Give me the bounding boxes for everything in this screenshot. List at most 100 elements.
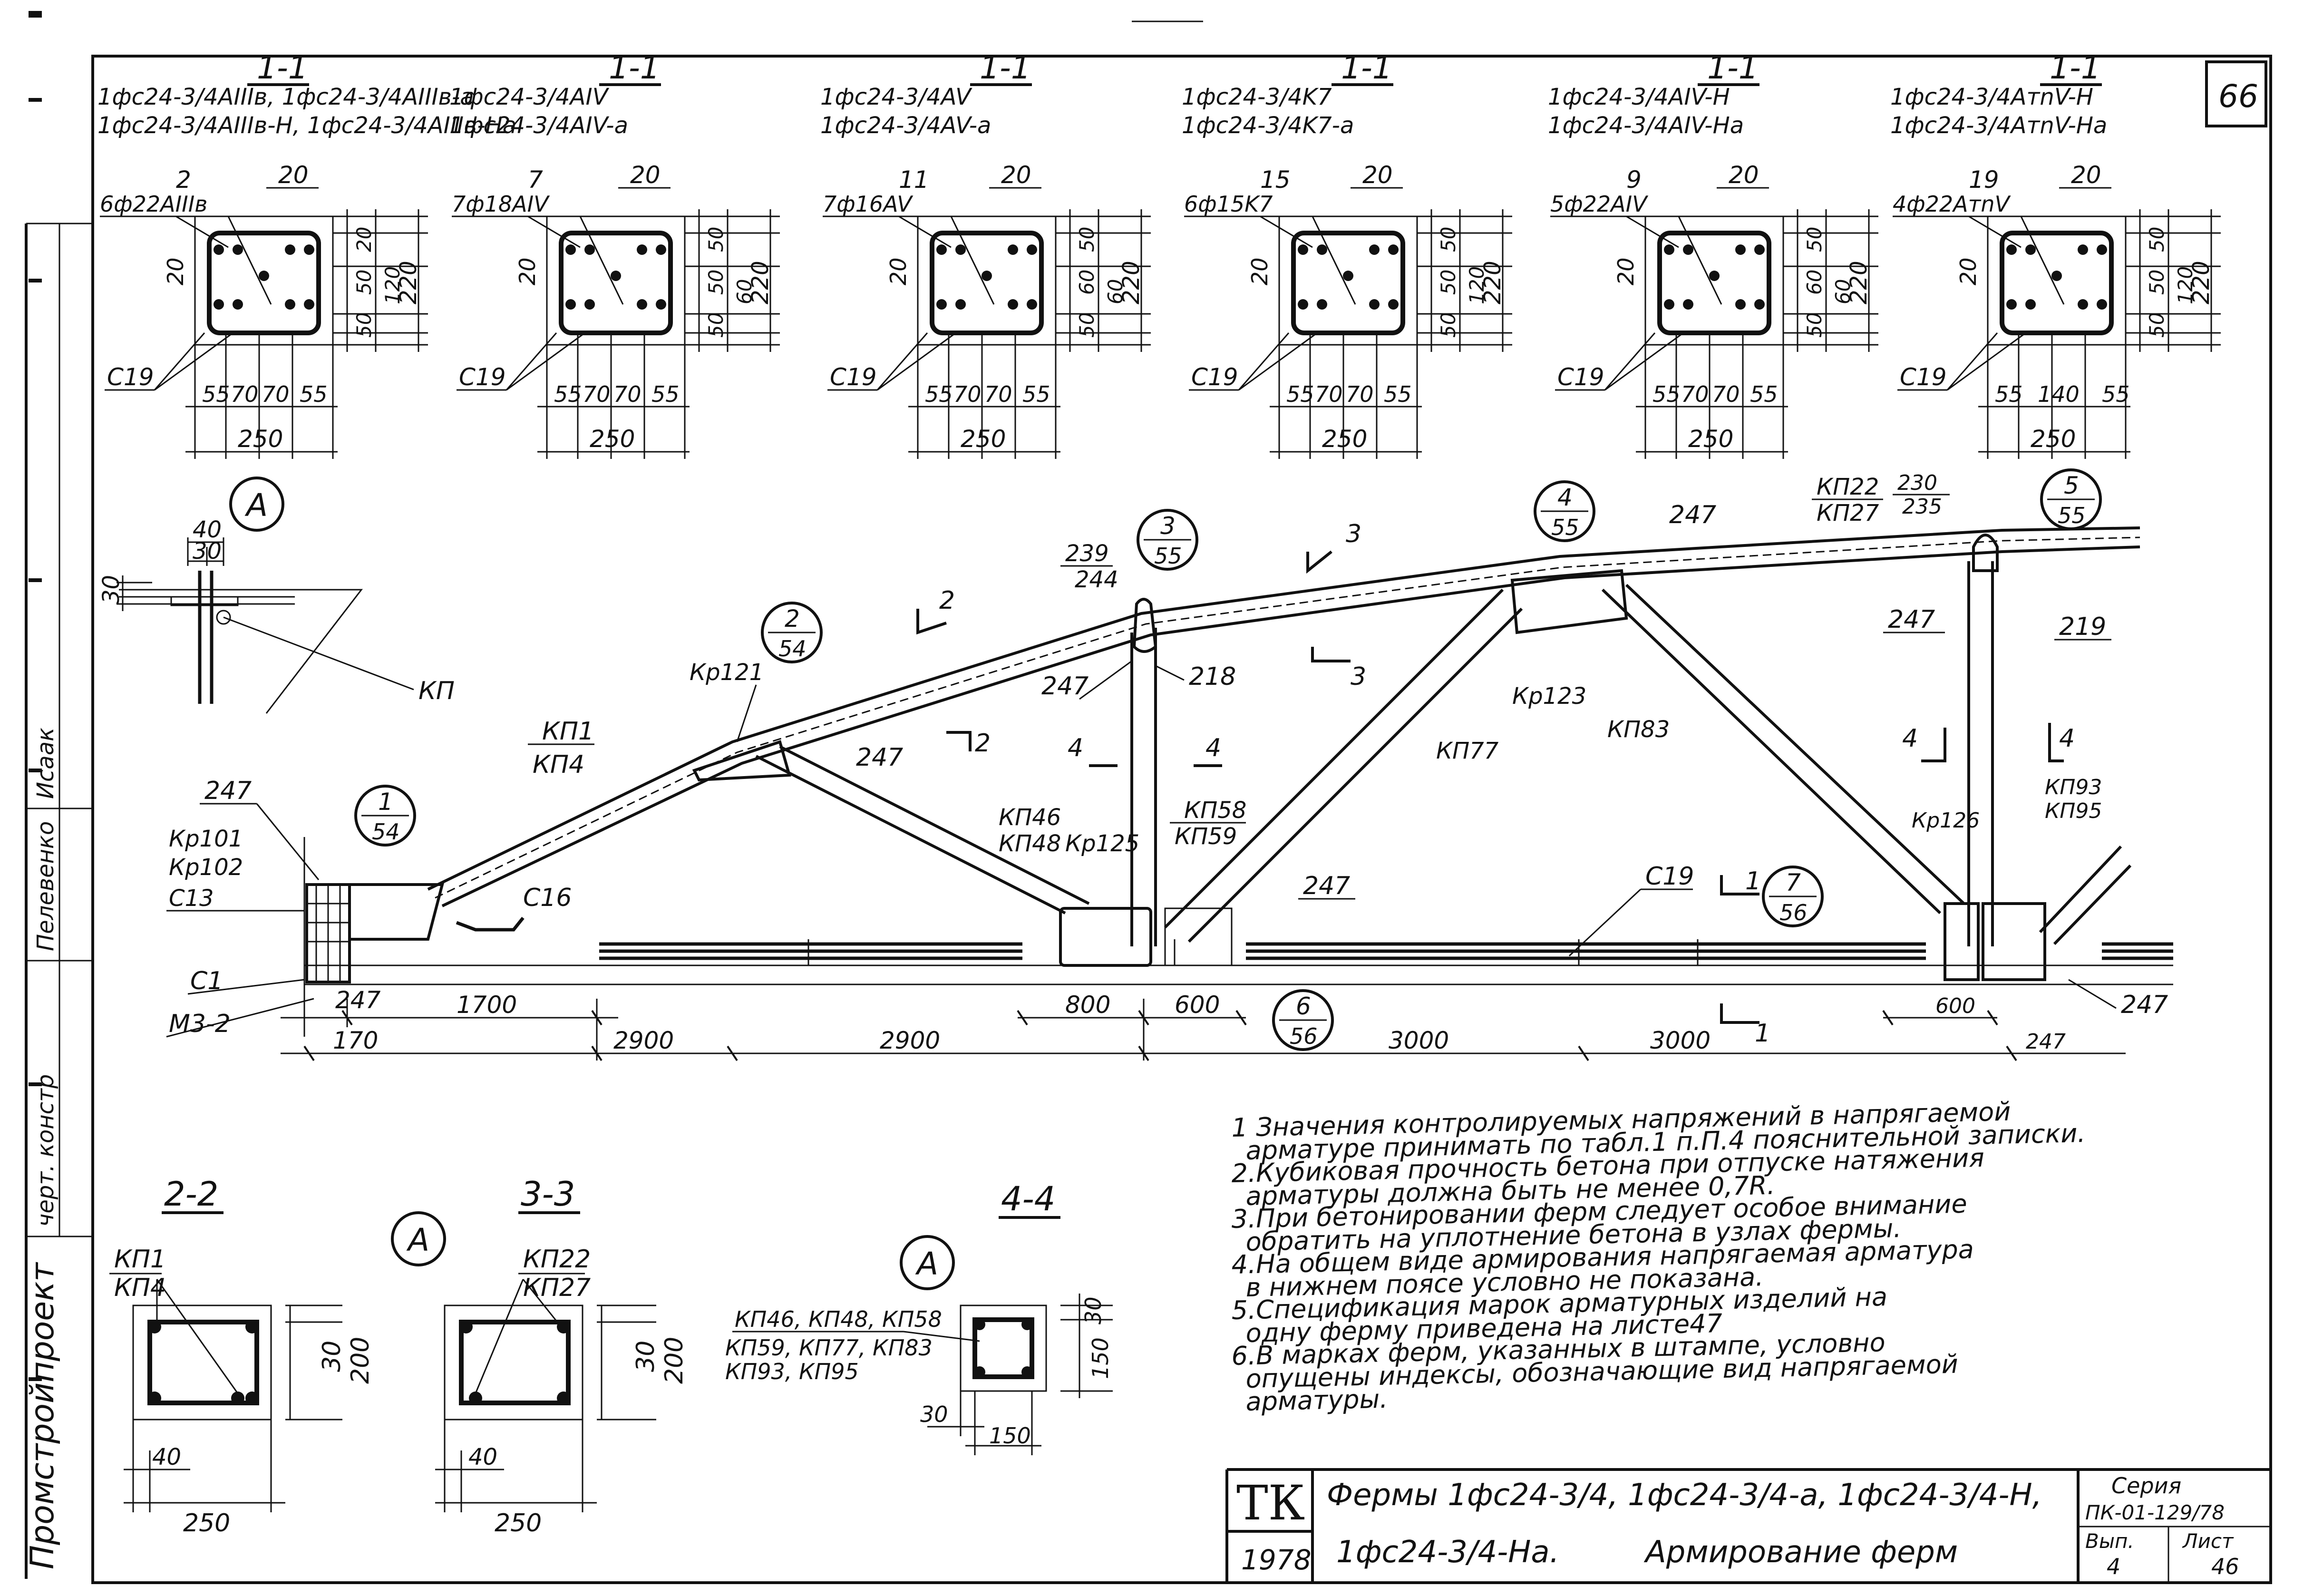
dim-right-c: 120 [1465,266,1488,304]
sheet-frame [25,11,2272,1584]
margin-name1: Пелевенко [32,821,59,951]
dim-bottom-0: 55 [202,381,230,407]
dim-bottom-3: 55 [651,381,680,407]
dim-bottom-2: 70 [262,381,290,407]
label-kp126: Кр126 [1912,808,1980,833]
dim-right-c: 60 [733,279,756,304]
dim-bottom-1: 140 [2038,381,2080,407]
node-blocks [692,534,2046,981]
callout-number: 7 [1786,869,1801,896]
section-mark-2: 1фс24-3/4AIIIв-Н, 1фс24-3/4AIIIв-На [97,112,516,139]
stamp-issue: 4 [2107,1554,2120,1579]
dim-bottom-2: 70 [1346,381,1374,407]
dim-right-d: 50 [1803,312,1826,338]
sec33-d30: 30 [632,1341,660,1372]
sec-mark-3-top: 3 [1346,520,1361,548]
dim-right-total: 220 [747,261,774,304]
section-title: 1-1 [980,49,1031,86]
support-node [303,837,444,1037]
sec-mark-4-b: 4 [1205,734,1221,762]
sec22-d200: 200 [346,1337,375,1384]
side-cover: 20 [515,257,540,285]
dim-bottom-2: 70 [984,381,1012,407]
node-a-detail: A 40 30 30 КП [98,477,455,714]
dim-bottom-1: 70 [1681,381,1709,407]
sec33-title: 3-3 [521,1175,575,1214]
callout-number: 4 [1557,484,1573,511]
sec22-width: 250 [183,1509,230,1538]
cover-dim: 20 [1001,161,1031,189]
detail-callout-7: 756 [1762,866,1824,927]
dim-bottom-3: 55 [1384,381,1412,407]
section-title: 1-1 [257,49,308,86]
stirrup-mark: C19 [107,363,154,391]
section-title: 1-1 [1341,49,1392,86]
bar-position: 2 [176,166,191,194]
title-block: ТК 1978 Фермы 1фс24-3/4, 1фс24-3/4-а, 1ф… [1225,1468,2271,1583]
dim-2900b: 2900 [880,1027,940,1054]
dim-bottom-2: 55 [2102,381,2130,407]
bar-position: 7 [528,166,543,194]
dim-right-a: 50 [1803,227,1826,252]
label-247d: 247 [1303,872,1350,900]
dim-right-total: 220 [1479,261,1506,304]
dim-bottom-2: 70 [613,381,641,407]
section-mark-1: 1фс24-3/4K7 [1182,84,1332,110]
section-width: 250 [1322,425,1367,453]
node-a-label: A [244,487,268,524]
bar-spec: 6ф15K7 [1184,191,1273,217]
dim-170: 170 [333,1027,378,1054]
stamp-title-3: Армирование ферм [1643,1535,1958,1570]
cover-dim: 20 [1729,161,1759,189]
dimension-chain: 247 1700 170 2900 2900 800 600 3000 3000… [281,986,2126,1061]
bar-position: 15 [1260,166,1291,194]
label-kp102: Кр102 [169,854,243,881]
dim-right-c: 60 [1831,279,1855,304]
callout-sheet: 55 [2058,503,2086,528]
section-3-3: A 3-3 КП22 КП27 30 200 40 250 [391,1175,689,1538]
sec-mark-2-bot: 2 [975,729,991,758]
sec44-mark3: КП93, КП95 [725,1359,859,1384]
stirrup-mark: C19 [459,363,506,391]
cross-section-1-1-3: 1-11фс24-3/4AV1фс24-3/4AV-а117ф16AV20205… [820,49,1151,459]
label-kp101: Кр101 [169,826,243,852]
margin-dept: черт. констр [32,1074,59,1227]
note-line-13: арматуры. [1245,1384,1388,1417]
truss-labels: 247 Кр101 Кр102 С13 С1 М3-2 КП1 КП4 С16 … [166,471,2168,1038]
sec44-title: 4-4 [1001,1179,1055,1218]
sec-mark-2-top: 2 [939,586,955,615]
label-219: 219 [2059,613,2106,641]
dim-600b: 600 [1935,994,1975,1018]
dim-bottom-0: 55 [1652,381,1681,407]
dim-right-c: 120 [2174,266,2197,304]
detail-callout-5: 555 [2040,468,2102,530]
stamp-year: 1978 [1241,1544,1312,1576]
section-mark-2: 1фс24-3/4AIV-а [449,112,628,139]
label-kp95: КП95 [2045,799,2102,823]
dim-247: 247 [335,986,381,1014]
sec22-d30: 30 [318,1341,346,1372]
dim-bottom-3: 55 [1750,381,1778,407]
dim-right-d: 50 [2145,312,2168,338]
section-marks: 2 2 3 3 4 4 4 4 1 1 [916,520,2075,1048]
dim-right-b: 50 [704,270,728,295]
detail-callout-1: 154 [354,785,416,847]
label-kp59: КП59 [1175,823,1237,850]
sec44-mark2: КП59, КП77, КП83 [725,1335,933,1361]
top-chord [427,526,2140,907]
stamp-title-2: 1фс24-3/4-На. [1336,1535,1559,1570]
sec44-d30h: 30 [920,1401,948,1427]
dim-2900a: 2900 [613,1027,674,1054]
section-width: 250 [1688,425,1733,453]
section-width: 250 [961,425,1006,453]
side-cover: 20 [1613,257,1639,285]
label-230: 230 [1897,471,1937,495]
section-mark-2: 1фс24-3/4K7-а [1182,112,1354,139]
section-2-2: 2-2 КП1 КП4 30 200 40 250 [109,1175,375,1538]
side-cover: 20 [885,257,911,285]
label-kp1: КП1 [542,717,594,746]
sec44-d150: 150 [1088,1337,1113,1379]
